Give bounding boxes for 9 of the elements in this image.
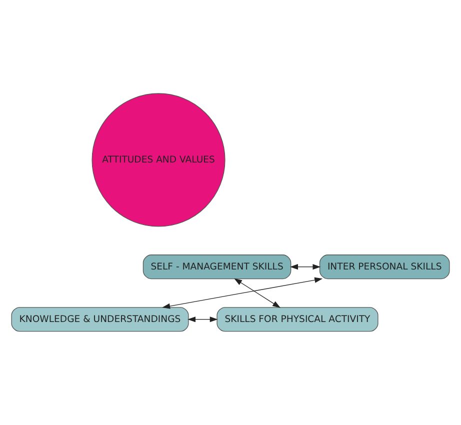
arrow <box>234 278 281 308</box>
arrow <box>162 277 323 309</box>
node-box: SKILLS FOR PHYSICAL ACTIVITY <box>216 307 378 332</box>
node-box: INTER PERSONAL SKILLS <box>319 254 450 280</box>
node-box: SELF - MANAGEMENT SKILLS <box>142 254 292 280</box>
node-circle: ATTITUDES AND VALUES <box>92 93 226 227</box>
arrow <box>290 264 321 270</box>
arrow <box>188 316 218 322</box>
node-box: KNOWLEDGE & UNDERSTANDINGS <box>11 307 189 332</box>
